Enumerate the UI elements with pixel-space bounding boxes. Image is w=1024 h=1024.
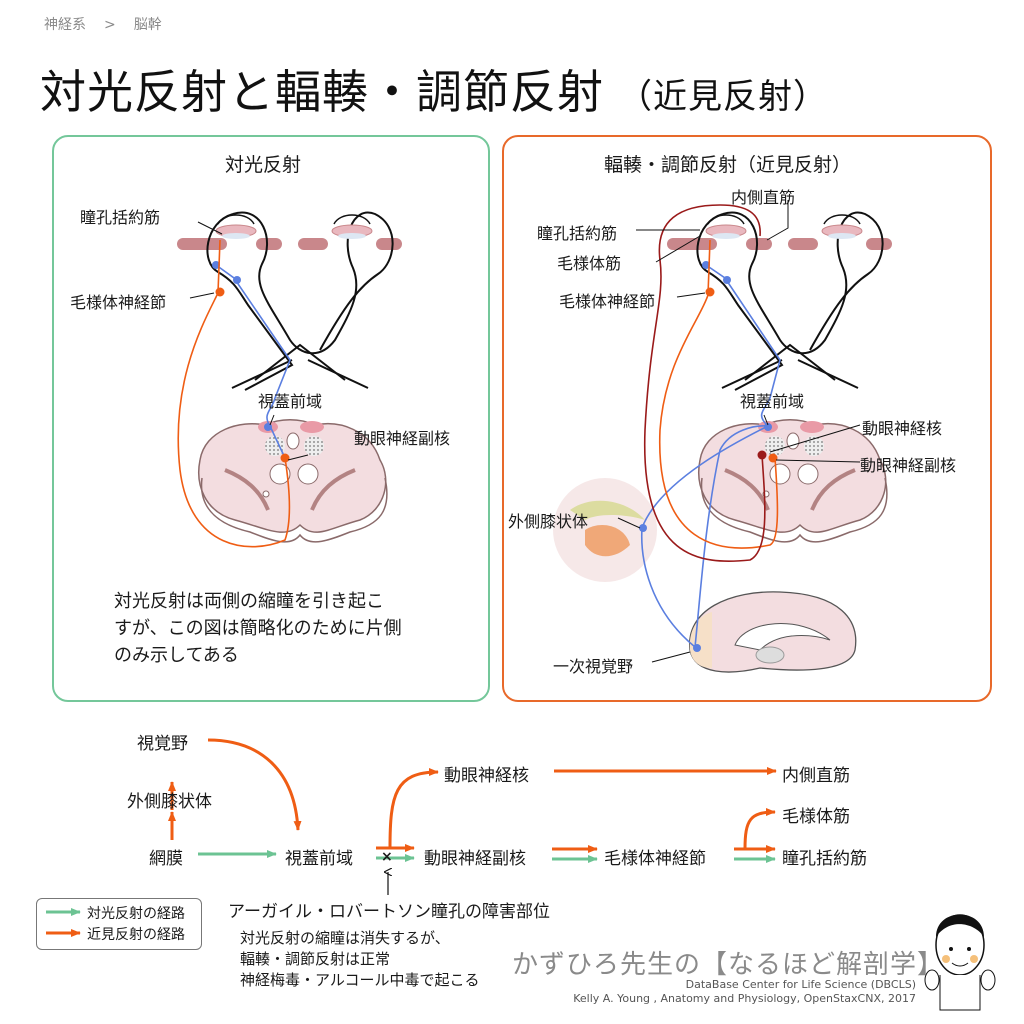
left-eye-muscle [177,238,227,250]
right-leader-lines [617,200,861,663]
breadcrumb: 神経系 > 脳幹 [44,14,180,34]
label-medial-rectus: 内側直筋 [731,188,796,207]
note-line: 対光反射は両側の縮瞳を引き起こ [114,591,384,612]
legend: 対光反射の経路 近見反射の経路 [36,898,202,950]
credit-line-2: Kelly A. Young , Anatomy and Physiology,… [573,992,916,1005]
brand-text: かずひろ先生の【なるほど解剖学】 [512,950,945,980]
lesion-label: アーガイル・ロバートソン瞳孔の障害部位 [228,902,550,922]
credit-line-1: DataBase Center for Life Science (DBCLS) [685,978,916,991]
flow-node-medial-rectus: 内側直筋 [782,766,850,786]
right-eye-muscle [376,238,402,250]
label-v1: 一次視覚野 [553,657,634,676]
right-eyes-and-chiasm [667,211,892,391]
right-midbrain [698,419,888,543]
near-reflex-title: 輻輳・調節反射（近見反射） [604,154,852,176]
note-line: すが、この図は簡略化のために片側 [114,618,402,639]
flow-node-pretectal: 視蓋前域 [285,849,353,869]
lesion-note-line: 対光反射の縮瞳は消失するが、 [240,929,450,947]
page-title: 対光反射と輻輳・調節反射 （近見反射） [40,56,828,122]
label-edinger-westphal: 動眼神経副核 [354,429,451,448]
breadcrumb-item[interactable]: 神経系 [44,17,86,33]
flow-node-sphincter: 瞳孔括約筋 [782,849,867,869]
lesion-mark: × [381,849,393,865]
label-sphincter: 瞳孔括約筋 [80,208,161,227]
label-pretectal: 視蓋前域 [258,392,323,411]
left-eye-muscle [256,238,282,250]
breadcrumb-separator: > [104,17,116,33]
ew-neuron [280,453,290,463]
light-reflex-title: 対光反射 [225,154,302,176]
right-blue-path [705,264,781,427]
mascot-illustration [924,914,996,1011]
right-eye-muscle [298,238,328,250]
label-lgn: 外側膝状体 [508,512,589,531]
left-midbrain [198,419,388,543]
flow-arrows [168,738,777,895]
legend-item-light: 対光反射の経路 [87,906,185,922]
retina-neuron [212,261,220,269]
light-reflex-panel [52,135,490,702]
left-leader-lines [189,221,309,461]
breadcrumb-item[interactable]: 脳幹 [133,17,162,33]
flow-node-edinger-westphal: 動眼神経副核 [424,849,526,869]
ciliary-ganglion-neuron [215,287,225,297]
lgn-structure [570,500,645,520]
label-ciliary-muscle: 毛様体筋 [557,254,622,273]
lesion-note-line: 輻輳・調節反射は正常 [240,950,391,968]
lesion-note-line: 神経梅毒・アルコール中毒で起こる [240,971,480,989]
title-main: 対光反射と輻輳・調節反射 [40,65,604,119]
label-pretectal: 視蓋前域 [740,392,805,411]
right-orange-path [659,239,779,549]
legend-item-near: 近見反射の経路 [87,927,185,943]
near-reflex-panel [502,135,992,702]
flow-node-ciliary-muscle: 毛様体筋 [782,807,850,827]
left-eyes-and-chiasm [177,211,402,391]
light-reflex-note: 対光反射は両側の縮瞳を引き起こ すが、この図は簡略化のために片側 のみ示してある [114,588,402,669]
left-orange-path [177,239,291,548]
right-blue-loop [640,425,769,649]
lgn-structure [585,525,630,557]
flow-node-oculomotor-nucleus: 動眼神経核 [444,766,529,786]
flow-node-visual-cortex: 視覚野 [137,734,188,754]
label-sphincter: 瞳孔括約筋 [537,224,618,243]
right-darkred-path [644,204,766,562]
flow-node-lgn: 外側膝状体 [127,792,212,812]
primary-visual-cortex [689,612,712,668]
label-ciliary-ganglion: 毛様体神経節 [559,292,656,311]
lesion-note: 対光反射の縮瞳は消失するが、 輻輳・調節反射は正常 神経梅毒・アルコール中毒で起… [240,928,480,991]
title-sub: （近見反射） [618,77,828,117]
label-oculomotor-nucleus: 動眼神経核 [862,419,943,438]
retina-neuron [233,276,241,284]
label-ciliary-ganglion: 毛様体神経節 [70,293,167,312]
label-edinger-westphal: 動眼神経副核 [860,456,957,475]
flow-node-ciliary-ganglion: 毛様体神経節 [604,849,706,869]
flow-node-retina: 網膜 [149,849,183,869]
note-line: のみ示してある [114,645,239,666]
